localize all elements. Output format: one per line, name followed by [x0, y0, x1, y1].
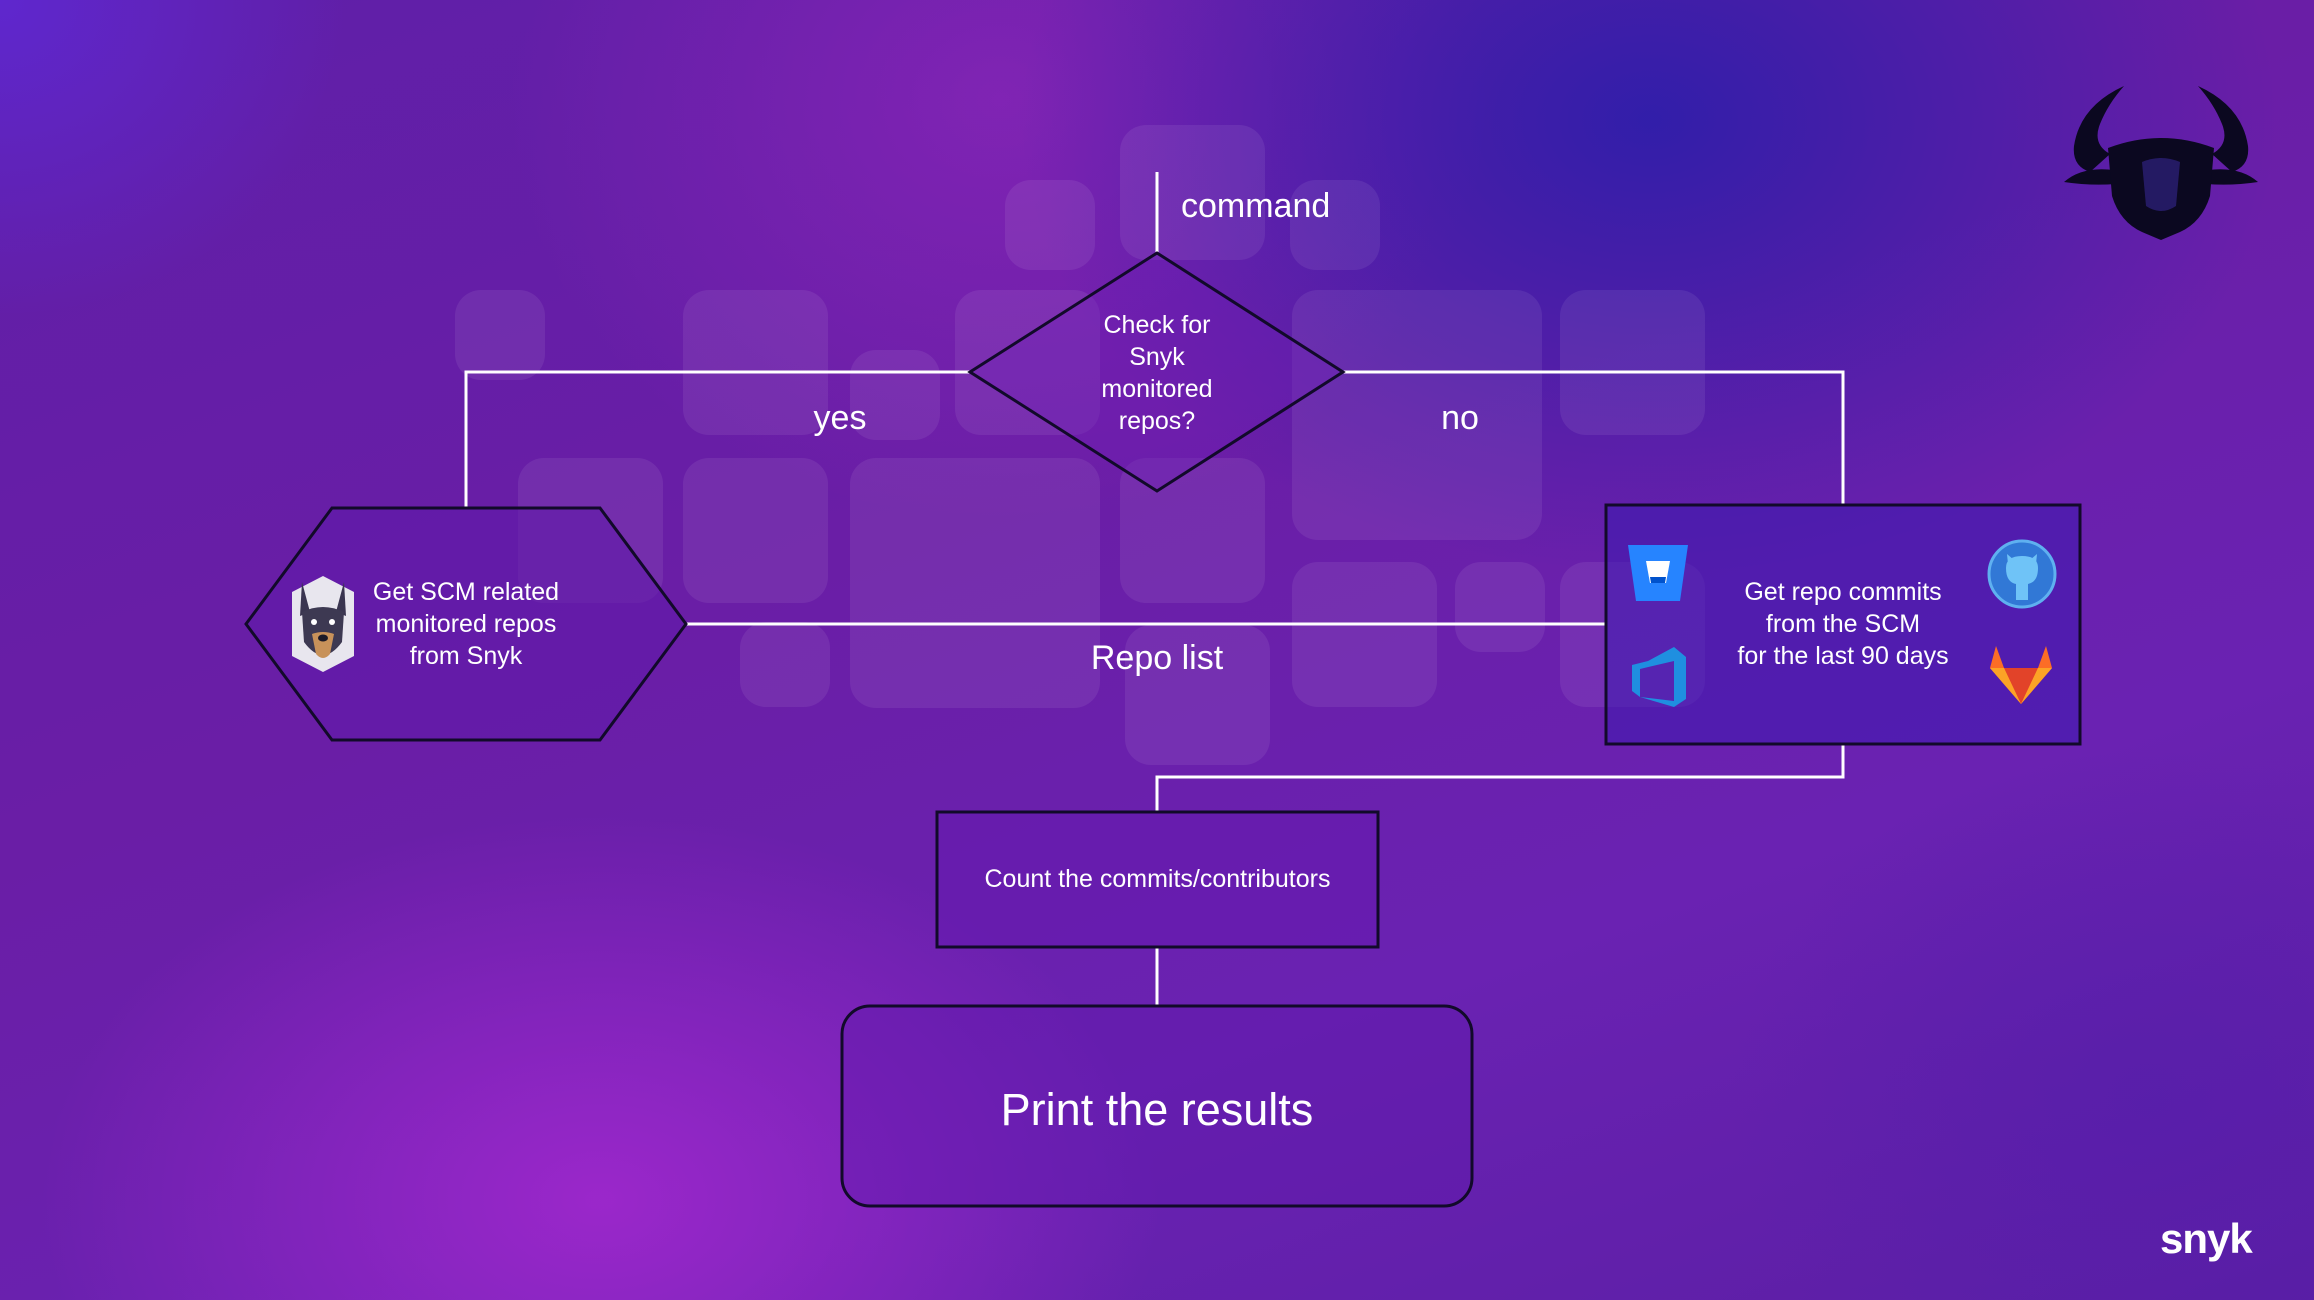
- bg-tile: [1005, 180, 1095, 270]
- bg-tile: [1292, 290, 1542, 540]
- snyk-doberman-icon: [292, 576, 354, 672]
- bg-tile: [850, 458, 1100, 708]
- bg-tile: [1455, 562, 1545, 652]
- bg-tile: [683, 290, 828, 435]
- bg-tile: [955, 290, 1100, 435]
- bg-tile: [455, 290, 545, 380]
- edge-to-count: [1155, 744, 1845, 812]
- bg-tile: [1125, 625, 1270, 765]
- bg-tile: [850, 350, 940, 440]
- snyk-repos-text: Get SCM related monitored repos from Sny…: [346, 576, 586, 672]
- bg-tile: [683, 458, 828, 603]
- snyk-wordmark: snyk: [2160, 1215, 2253, 1262]
- count-box: [935, 810, 1380, 949]
- decision-line: Check for: [1103, 311, 1211, 339]
- bg-tile: [1290, 180, 1380, 270]
- print-box: [840, 1004, 1474, 1208]
- bull-head-icon: [2064, 86, 2258, 240]
- gitlab-icon: [1990, 646, 2052, 704]
- decision-line: monitored: [1101, 375, 1213, 403]
- github-icon: [1987, 539, 2057, 609]
- azure-devops-icon: [1632, 647, 1686, 707]
- edge-no: [1343, 370, 1845, 505]
- scm-commits-text: Get repo commits from the SCM for the la…: [1713, 576, 1973, 672]
- snyk-repos-line: from Snyk: [409, 642, 523, 670]
- snyk-repos-line: Get SCM related: [372, 578, 560, 606]
- scm-commits-line: for the last 90 days: [1737, 642, 1949, 670]
- scm-commits-line: from the SCM: [1765, 610, 1921, 638]
- edge-label-command: command: [1181, 187, 1331, 225]
- bg-tile: [1120, 125, 1265, 260]
- snyk-repos-hexagon: [244, 506, 688, 742]
- edge-label-no: no: [1441, 399, 1479, 437]
- edge-label-repo-list: Repo list: [1090, 639, 1224, 677]
- snyk-repos-line: monitored repos: [375, 610, 557, 638]
- decision-diamond: [967, 251, 1346, 493]
- print-text: Print the results: [1000, 1084, 1314, 1135]
- decision-line: Snyk: [1129, 343, 1185, 371]
- bg-tile: [740, 622, 830, 707]
- bitbucket-icon: [1628, 545, 1688, 601]
- edge-label-yes: yes: [813, 399, 867, 437]
- scm-commits-line: Get repo commits: [1744, 578, 1942, 606]
- count-text: Count the commits/contributors: [984, 865, 1331, 893]
- bg-tile: [1292, 562, 1437, 707]
- scm-commits-box: [1604, 503, 2082, 746]
- decision-line: repos?: [1118, 407, 1196, 435]
- decision-text: Check for Snyk monitored repos?: [1057, 309, 1257, 437]
- edge-yes: [464, 370, 970, 508]
- bg-tile: [1560, 290, 1705, 435]
